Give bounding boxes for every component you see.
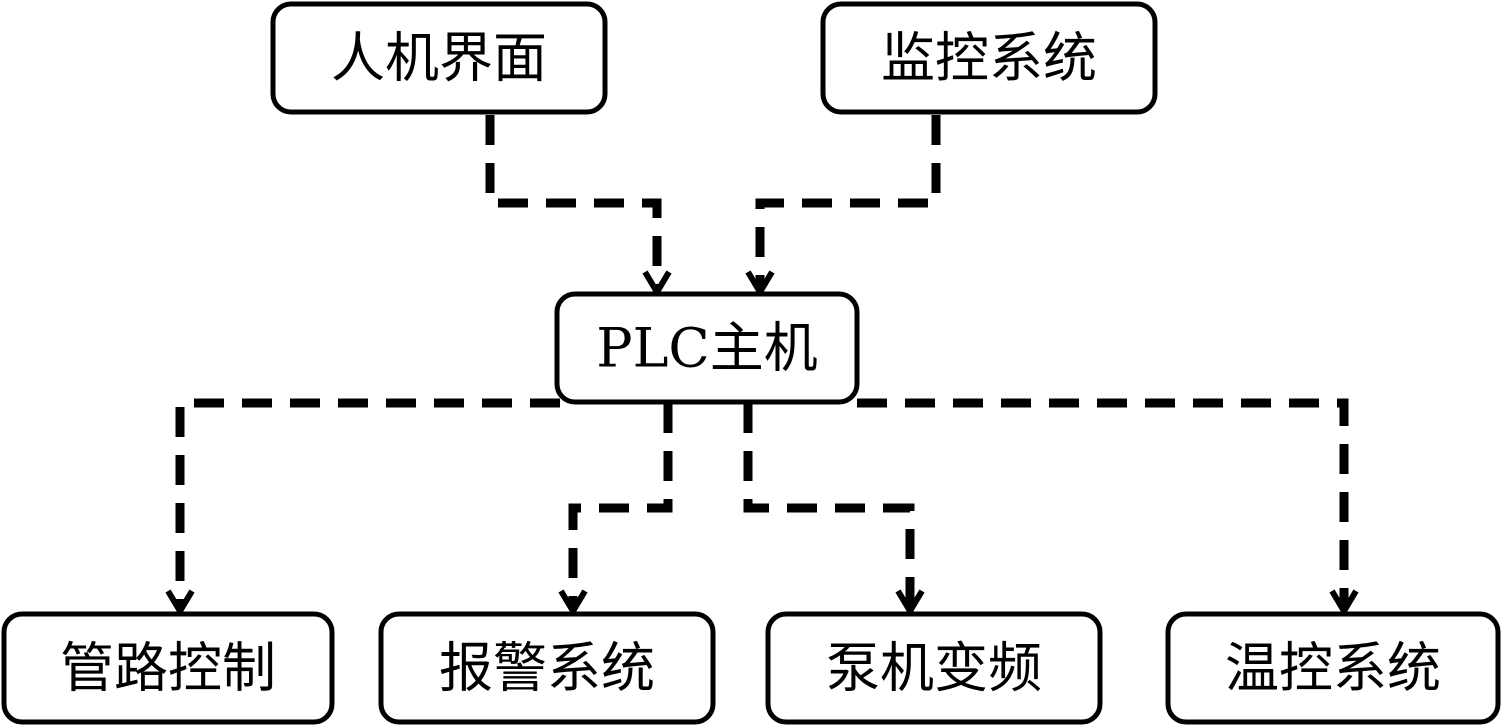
connector-plc-to-pipe xyxy=(175,398,560,608)
node-temp: 温控系统 xyxy=(1165,611,1501,725)
arrowhead-plc-to-pump xyxy=(895,589,925,617)
node-pipe-label: 管路控制 xyxy=(60,637,276,700)
node-alarm-label: 报警系统 xyxy=(439,637,655,700)
node-plc-label: PLC主机 xyxy=(596,317,818,380)
arrowhead-hmi-to-plc xyxy=(642,270,672,298)
node-plc: PLC主机 xyxy=(554,291,860,405)
arrowhead-plc-to-alarm xyxy=(558,589,588,617)
node-temp-label: 温控系统 xyxy=(1225,637,1441,700)
node-pump: 泵机变频 xyxy=(765,611,1103,725)
node-monitor-label: 监控系统 xyxy=(881,27,1097,90)
connector-plc-to-temp xyxy=(857,398,1349,608)
connector-plc-to-alarm xyxy=(568,403,673,608)
connector-plc-to-pump xyxy=(743,403,915,608)
connectors xyxy=(165,115,1359,617)
node-hmi: 人机界面 xyxy=(270,1,608,115)
node-pump-label: 泵机变频 xyxy=(826,637,1042,700)
node-pipe: 管路控制 xyxy=(1,611,335,725)
node-alarm: 报警系统 xyxy=(378,611,716,725)
arrowhead-plc-to-temp xyxy=(1329,589,1359,617)
connector-hmi-to-plc xyxy=(485,115,662,290)
node-monitor: 监控系统 xyxy=(820,1,1158,115)
node-hmi-label: 人机界面 xyxy=(331,27,547,90)
arrowhead-plc-to-pipe xyxy=(165,589,195,617)
connector-monitor-to-plc xyxy=(755,115,941,290)
